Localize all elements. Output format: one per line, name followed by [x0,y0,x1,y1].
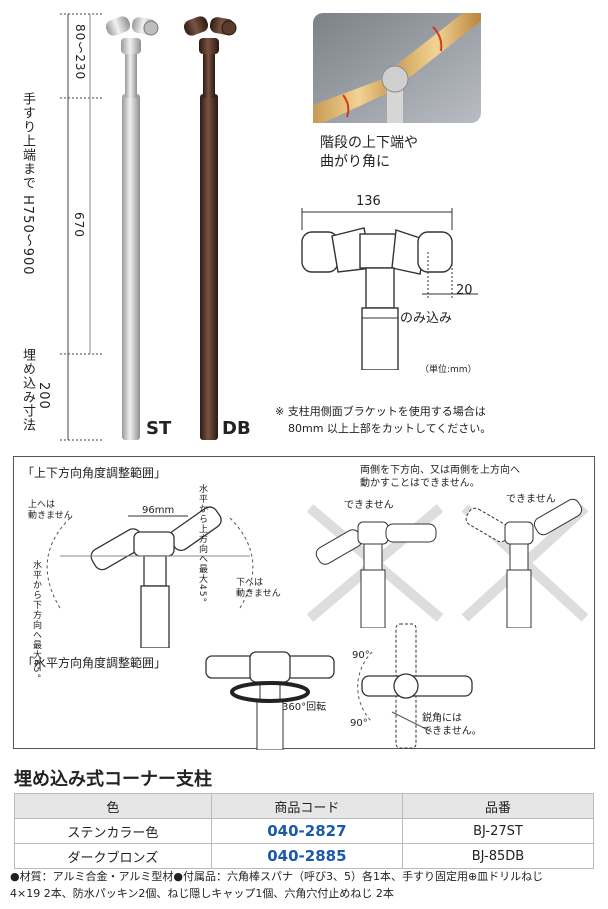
table-row: ステンカラー色 040-2827 BJ-27ST [14,818,595,844]
table-row: ダークブロンズ 040-2885 BJ-85DB [14,843,595,869]
horizontal-adjust-diagram [205,651,335,750]
bronze-post-image [183,16,237,440]
left-angle-text: 水平から下方向へ最大45° [31,560,41,679]
embed-value: 200 [36,382,51,410]
top-range-label: 80～230 [73,24,87,81]
note-line-1: ●材質：アルミ合金・アルミ型材●付属品：六角棒スパナ（呼び3、5）各1本、手すり… [10,870,544,883]
db-label: DB [222,418,251,439]
row-part: BJ-27ST [401,818,595,844]
row-part: BJ-85DB [401,843,595,869]
cut-note-line1: ※ 支柱用側面ブラケットを使用する場合は [275,405,486,418]
spec-title: 埋め込み式コーナー支柱 [14,769,212,790]
stair-photo [313,13,481,123]
st-label: ST [146,418,172,439]
drawing-depth: 20 [456,283,473,298]
joint-drawing [301,208,478,370]
cannot-label-2: できません [506,494,556,505]
photo-caption-line1: 階段の上下端や [320,135,418,151]
gap-label: 96mm [142,505,175,516]
embed-label: 埋め込み寸法 [20,348,35,432]
vertical-range-title: 「上下方向角度調整範囲」 [22,466,167,480]
vertical-adjust-diagram [46,506,254,648]
product-notes: ●材質：アルミ合金・アルミ型材●付属品：六角棒スパナ（呼び3、5）各1本、手すり… [10,868,600,902]
unit-label: （単位:mm） [420,365,477,375]
right-angle-text: 水平から上方向へ最大45° [197,484,207,603]
both-direction-note: 両側を下方向、又は両側を上方向へ動かすことはできません。 [360,465,520,489]
spec-header-code: 商品コード [210,793,403,819]
row-color: ダークブロンズ [14,843,212,869]
note-line-2: 4×19 2本、防水パッキン2個、ねじ隠しキャップ1個、六角穴付止めねじ 2本 [10,887,394,900]
cannot-diagram-1 [306,504,444,628]
adjustment-panel [13,456,595,749]
drawing-width: 136 [356,194,381,209]
dimension-lines [60,13,104,441]
horizontal-range-title: 「水平方向角度調整範囲」 [22,656,167,670]
deg-bottom-label: 90° [350,718,368,729]
spec-header-part: 品番 [401,793,595,819]
up-not-text: 上へは動きません [28,500,73,521]
spec-header-row: 色 商品コード 品番 [14,793,595,819]
acute-note: 鋭角にはできません。 [422,713,482,737]
top-view-diagram [357,623,473,749]
deg-top-label: 90° [352,650,370,661]
row-code: 040-2885 [210,843,403,869]
mid-length-label: 670 [72,212,86,238]
rotate-label: 360°回転 [282,702,327,713]
row-code: 040-2827 [210,818,403,844]
spec-table: 色 商品コード 品番 ステンカラー色 040-2827 BJ-27ST ダークブ… [14,793,595,869]
spec-header-color: 色 [14,793,212,819]
photo-caption-line2: 曲がり角に [320,154,390,170]
row-color: ステンカラー色 [14,818,212,844]
silver-post-image [105,16,159,440]
down-not-text: 下へは動きません [236,578,281,599]
cut-note-line2: 80mm 以上上部をカットしてください。 [288,422,492,435]
cannot-diagram-2 [461,498,589,628]
total-height-label: 手すり上端まで H750～900 [20,92,35,276]
drawing-depth-label: のみ込み [400,311,453,326]
cannot-label-1: できません [344,500,394,511]
